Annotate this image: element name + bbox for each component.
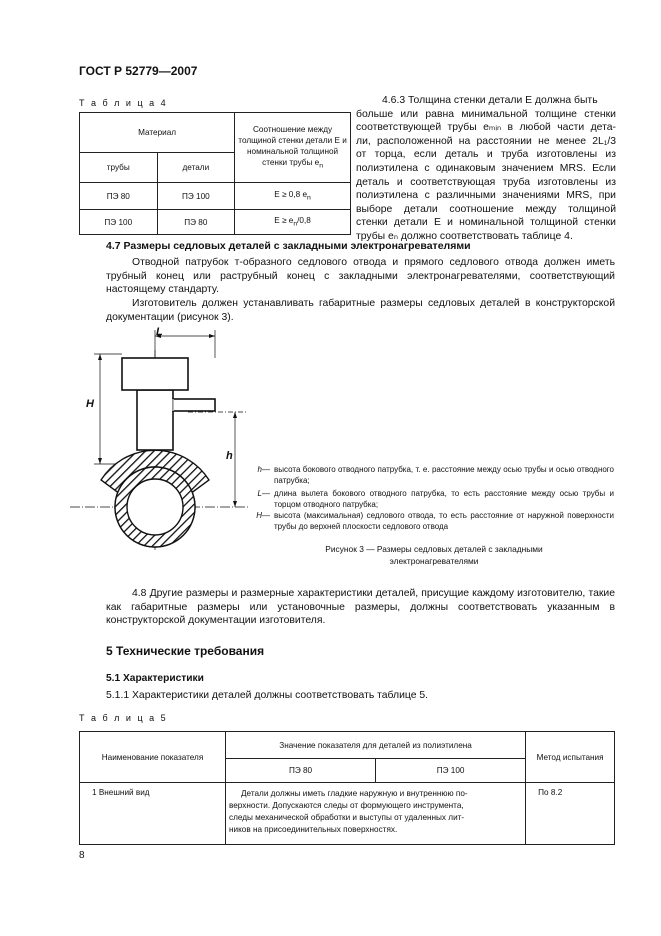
table5-value-line: Детали должны иметь гладкие наружную и в…: [241, 789, 468, 798]
legend-item: H — высота (максимальная) седлового отвод…: [248, 510, 616, 534]
legend-dash: —: [262, 489, 270, 498]
figure3-label-h: h: [226, 450, 233, 462]
legend-key: H: [256, 511, 262, 520]
section-4-7-paragraph-2: Изготовитель должен устанавливать габари…: [106, 298, 615, 323]
table4-cell: ПЭ 80: [156, 209, 236, 235]
section-4-7-heading: 4.7 Размеры седловых деталей с закладным…: [106, 240, 471, 252]
legend-dash: —: [262, 511, 270, 520]
table5-cell-value: Детали должны иметь гладкие наружную и в…: [224, 782, 527, 845]
clause-line: от торца, если деталь и труба изготовлен…: [356, 149, 616, 161]
figure3-drawing: [70, 330, 250, 550]
table-row: ПЭ 100 ПЭ 80 E ≥ en/0,8: [79, 209, 351, 235]
clause-5-1-1: 5.1.1 Характеристики деталей должны соот…: [106, 690, 429, 701]
table4-cell: ПЭ 80: [79, 182, 158, 210]
table4-cell: E ≥ 0,8 en: [234, 182, 351, 210]
figure3-label-L: L: [156, 326, 163, 338]
table5-value-line: ников на присоединительных поверхностях.: [229, 825, 398, 834]
table5-caption: Т а б л и ц а 5: [79, 713, 168, 723]
clause-line: ли, расположенной на расстоянии не менее…: [356, 135, 616, 147]
figure3-legend: h — высота бокового отводного патрубка, т…: [248, 464, 616, 534]
clause-line: полиэтилена с различными значениями MRS,…: [356, 190, 616, 202]
table4-cell: ПЭ 100: [156, 182, 236, 210]
figure3-caption-line: Рисунок 3 — Размеры седловых деталей с з…: [325, 544, 543, 554]
table-row: 1 Внешний вид Детали должны иметь гладки…: [79, 782, 615, 845]
table5-col-pe100: ПЭ 100: [375, 758, 527, 783]
clause-line: 4.6.3 Толщина стенки детали E должна быт…: [382, 95, 598, 106]
page-number: 8: [79, 850, 85, 861]
table5-head-method: Метод испытания: [525, 731, 615, 783]
table5-head-value: Значение показателя для деталей из полиэ…: [224, 731, 527, 759]
legend-text: высота бокового отводного патрубка, т. е…: [274, 465, 614, 485]
table4-cell: E ≥ en/0,8: [234, 209, 351, 235]
table5-cell-method: По 8.2: [525, 782, 615, 845]
section-5-heading: 5 Технические требования: [106, 644, 265, 658]
table4-col-pipe: трубы: [79, 152, 158, 183]
legend-dash: —: [262, 465, 270, 474]
table5-value-line: верхности. Допускаются следы от формующе…: [229, 801, 464, 810]
figure3-label-H: H: [86, 398, 94, 410]
table5: Наименование показателя Значение показат…: [79, 731, 615, 845]
document-header: ГОСТ Р 52779—2007: [79, 64, 198, 78]
table5-head-name: Наименование показателя: [79, 731, 226, 783]
section-4-7-paragraph-1: Отводной патрубок т-образного седлового …: [106, 257, 615, 296]
legend-key: L: [257, 489, 262, 498]
clause-line: полиэтилена с одинаковым значением MRS. …: [356, 162, 616, 174]
table-row: ПЭ 80 ПЭ 100 E ≥ 0,8 en: [79, 182, 351, 210]
figure3-caption: Рисунок 3 — Размеры седловых деталей с з…: [284, 543, 584, 567]
clause-line: выборе детали соотношение между толщиной: [356, 203, 616, 215]
table4-head-material: Материал: [78, 112, 236, 153]
clause-line: соответствующей трубы eₘᵢₙ в любой части…: [356, 122, 616, 134]
table5-value-line: следы механической обработки и выступы о…: [229, 813, 465, 822]
table4-caption: Т а б л и ц а 4: [79, 98, 168, 108]
table5-col-pe80: ПЭ 80: [224, 758, 377, 783]
table4-cell: ПЭ 100: [79, 209, 158, 235]
legend-item: L — длина вылета бокового отводного патру…: [248, 488, 616, 512]
legend-item: h — высота бокового отводного патрубка, т…: [248, 464, 616, 488]
table4-col-part: детали: [156, 152, 236, 183]
clause-4-6-3: 4.6.3 Толщина стенки детали E должна быт…: [356, 94, 616, 244]
table4: Материал Соотношение между толщиной стен…: [78, 112, 351, 235]
clause-line: деталь и соответствующая труба изготовле…: [356, 176, 616, 188]
figure3-caption-line: электронагревателями: [389, 556, 479, 566]
table5-cell-name: 1 Внешний вид: [79, 782, 226, 845]
legend-text: длина вылета бокового отводного патрубка…: [274, 489, 614, 509]
section-5-1-heading: 5.1 Характеристики: [106, 673, 204, 684]
clause-line: трубы eₙ должно соответствовать таблице …: [356, 230, 573, 242]
legend-key: h: [257, 465, 262, 474]
clause-line: больше или равна минимальной толщине сте…: [356, 108, 616, 120]
clause-line: стенки детали E и номинальной толщиной с…: [356, 217, 616, 229]
clause-4-8: 4.8 Другие размеры и размерные характери…: [106, 588, 615, 627]
table4-head-ratio: Соотношение между толщиной стенки детали…: [234, 112, 351, 183]
legend-text: высота (максимальная) седлового отвода, …: [274, 511, 614, 531]
